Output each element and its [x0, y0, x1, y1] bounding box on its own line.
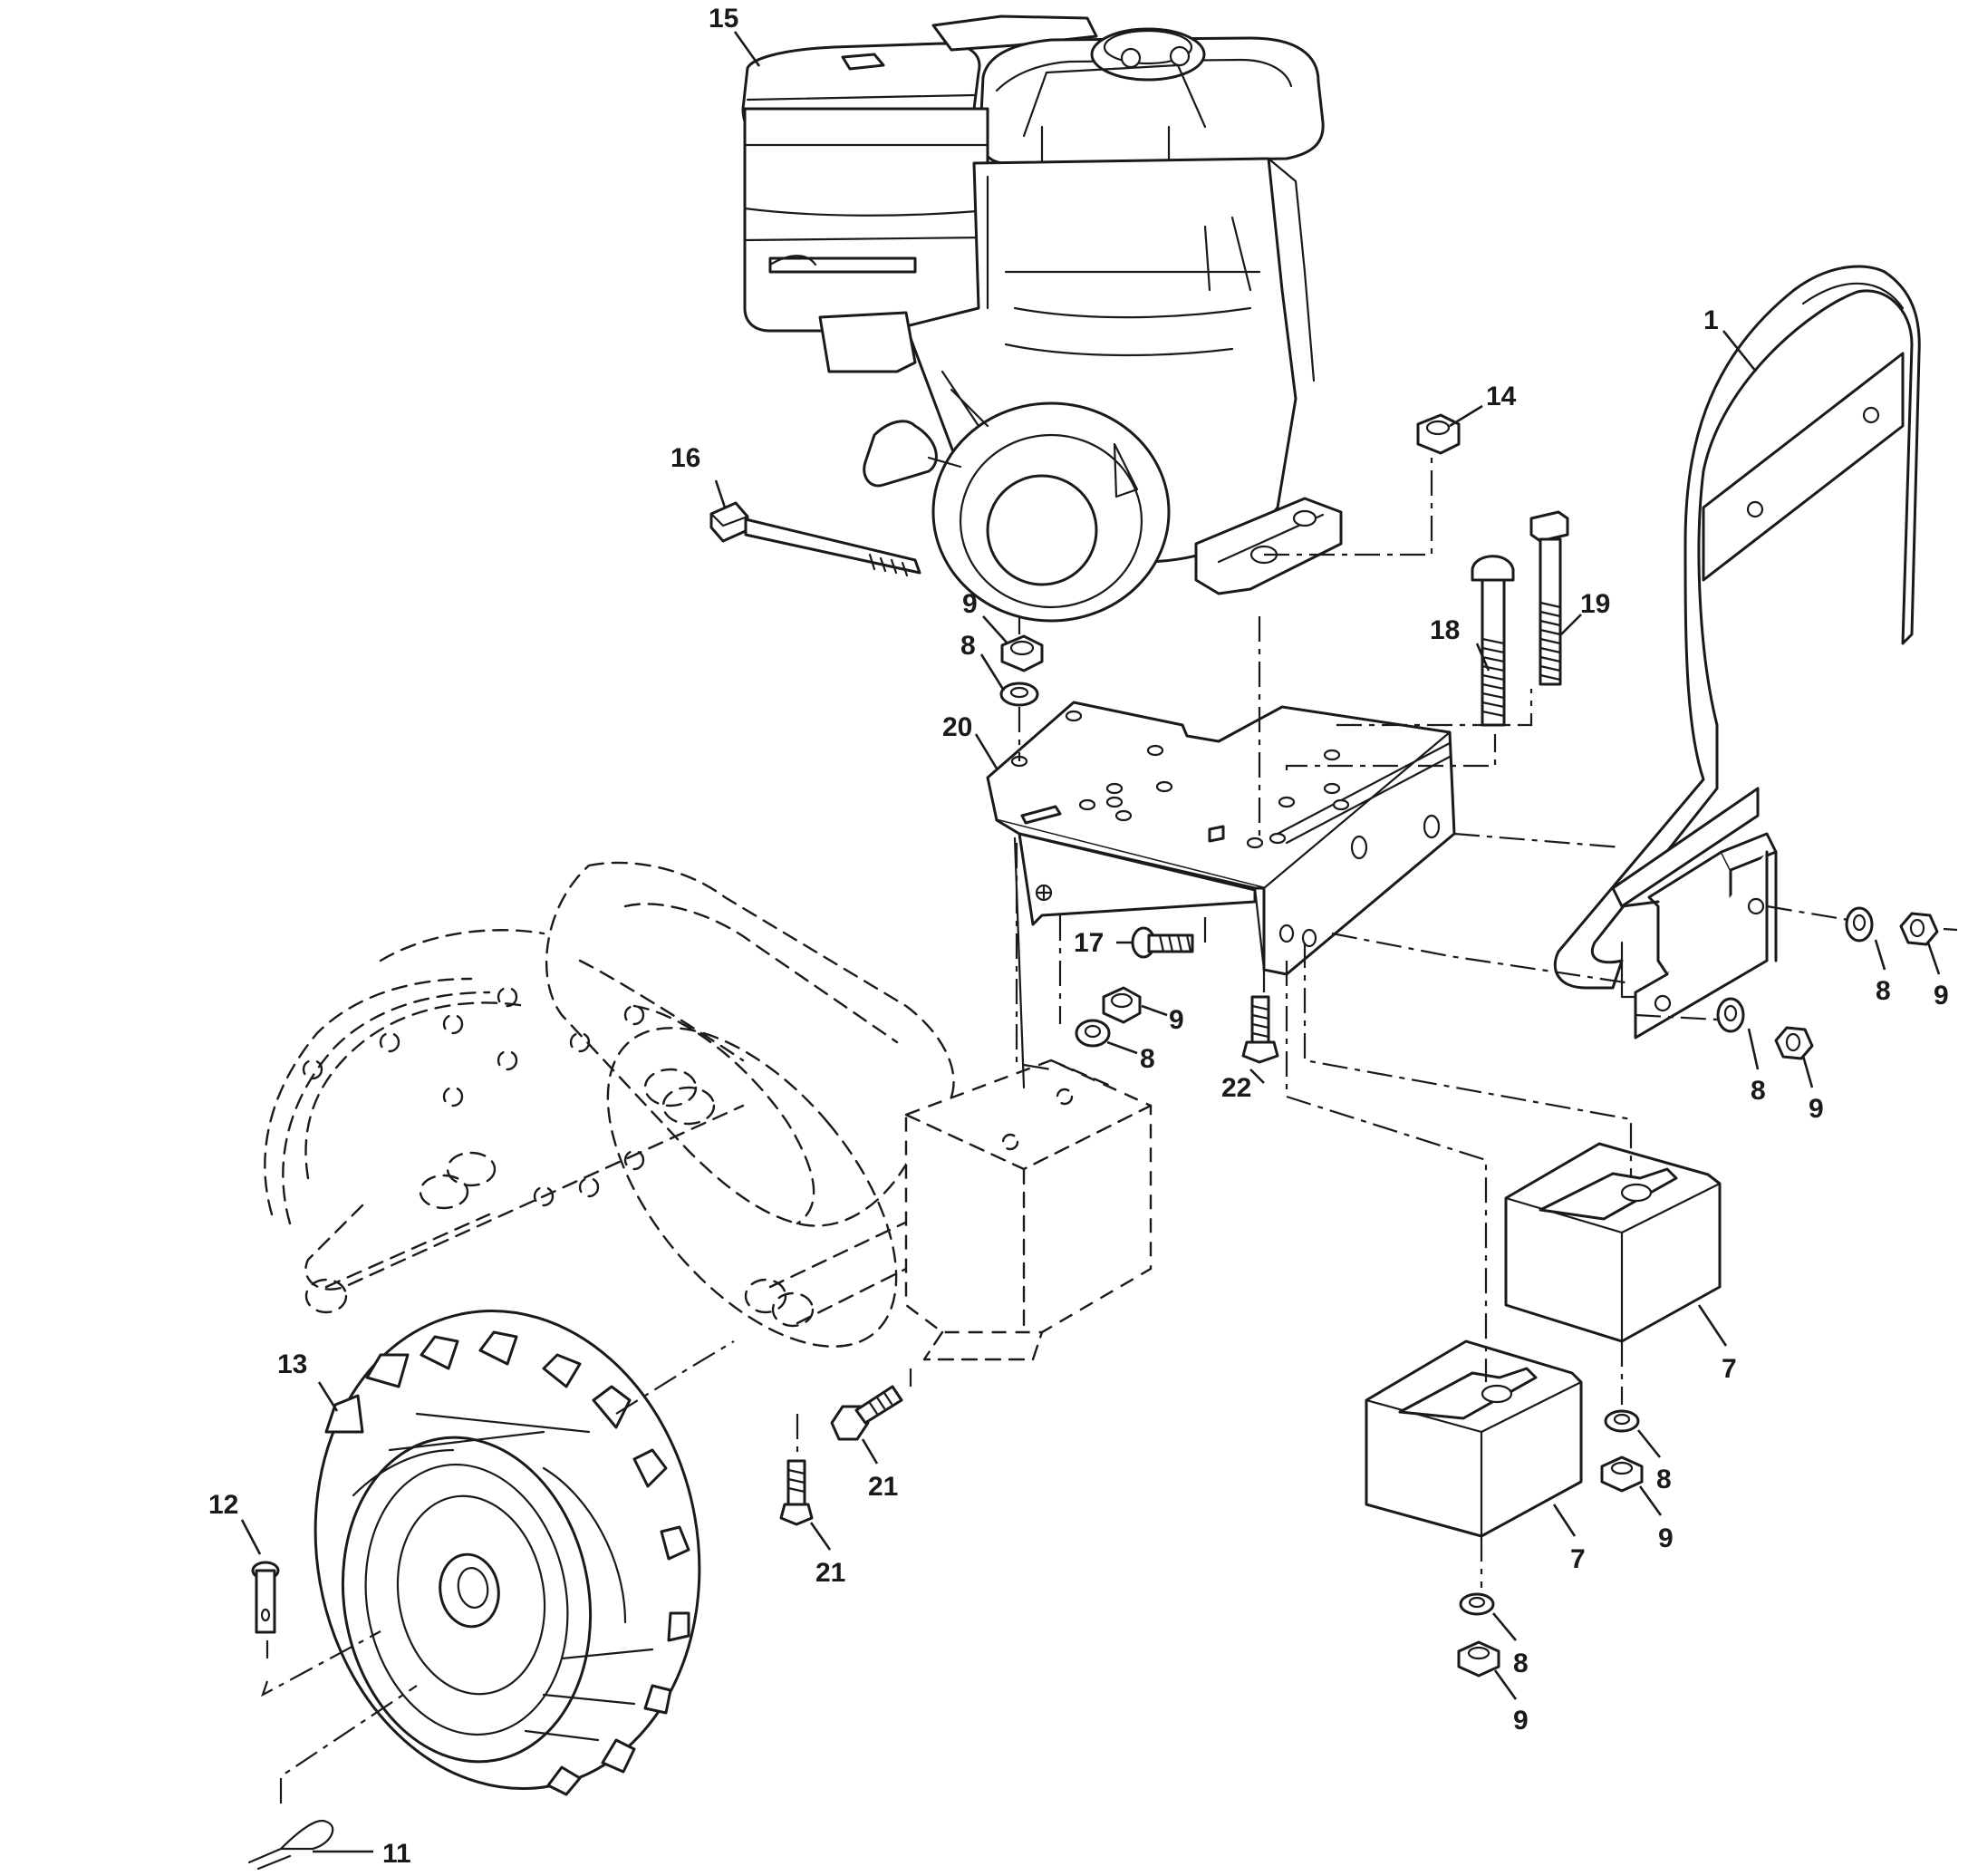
- lock-washer-8-right-lower: [1716, 997, 1745, 1033]
- callout-8-block-lower: 8: [1513, 1649, 1529, 1678]
- hex-nut-9-right-upper: [1899, 912, 1939, 946]
- rubber-mount-block-upper: [1504, 1142, 1722, 1343]
- callout-9-middle: 9: [1169, 1005, 1184, 1035]
- wheel-tire: [314, 1309, 701, 1796]
- assembly-lines: [261, 453, 1958, 1803]
- clevis-pin: [251, 1561, 280, 1634]
- callout-9-block-upper: 9: [1658, 1523, 1674, 1553]
- carriage-bolt-18: [1471, 555, 1515, 727]
- tine-assembly-outline: [264, 929, 980, 1328]
- callout-9-block-lower: 9: [1513, 1706, 1529, 1736]
- hex-bolt-19: [1529, 510, 1569, 686]
- callout-9-right-lower: 9: [1809, 1094, 1824, 1124]
- callout-9-right-upper: 9: [1934, 981, 1949, 1011]
- callout-17: 17: [1074, 928, 1104, 958]
- callout-14: 14: [1486, 382, 1517, 411]
- callout-1: 1: [1703, 305, 1719, 335]
- callout-11: 11: [382, 1839, 411, 1869]
- callout-16: 16: [670, 443, 700, 473]
- transmission-housing-outline: [545, 861, 955, 1348]
- hex-nut-9-upper: [1000, 634, 1044, 672]
- callout-leaders: [240, 31, 1941, 1853]
- hex-nut-9-block-upper: [1600, 1455, 1644, 1493]
- lock-washer-8-middle: [1075, 1019, 1111, 1048]
- callout-labels: 15 1 14 16 9 8 20 18 19 17 9 8 22 8 9 8 …: [208, 4, 1949, 1869]
- lock-washer-8-block-upper: [1604, 1409, 1640, 1433]
- callout-21-vertical: 21: [815, 1558, 845, 1588]
- callout-22: 22: [1221, 1073, 1251, 1103]
- callout-9-upper: 9: [962, 589, 978, 619]
- hairpin-clip: [247, 1819, 334, 1871]
- callout-13: 13: [277, 1349, 307, 1379]
- callout-18: 18: [1430, 615, 1460, 645]
- rubber-mount-block-lower: [1365, 1339, 1583, 1538]
- callout-7-upper: 7: [1722, 1354, 1737, 1384]
- screw-22: [1241, 995, 1279, 1064]
- callout-21-angled: 21: [868, 1472, 898, 1502]
- hex-nut-14: [1416, 413, 1461, 455]
- transmission-mount-block-outline: [904, 1059, 1153, 1361]
- callout-7-lower: 7: [1570, 1544, 1586, 1574]
- engine: [741, 15, 1343, 623]
- callout-8-upper: 8: [960, 631, 976, 661]
- hex-nut-9-block-lower: [1457, 1640, 1500, 1678]
- hex-nut-9-middle: [1102, 986, 1142, 1024]
- callout-8-right-upper: 8: [1876, 976, 1891, 1006]
- engine-mounting-plate: [986, 701, 1456, 1089]
- cable-tie: [709, 501, 921, 577]
- hex-bolt-21-angled: [830, 1385, 903, 1441]
- callout-8-block-upper: 8: [1656, 1465, 1672, 1494]
- callout-19: 19: [1580, 589, 1610, 619]
- callout-8-middle: 8: [1140, 1044, 1155, 1074]
- lock-washer-8-upper: [999, 682, 1039, 707]
- callout-15: 15: [709, 4, 738, 34]
- callout-8-right-lower: 8: [1751, 1076, 1766, 1106]
- callout-20: 20: [942, 712, 972, 742]
- callout-12: 12: [208, 1490, 238, 1520]
- screw-17: [1131, 926, 1194, 959]
- hex-nut-9-right-lower: [1774, 1026, 1814, 1060]
- lock-washer-8-block-lower: [1459, 1592, 1495, 1616]
- handle-bar: [1553, 265, 1921, 1040]
- lock-washer-8-right-upper: [1845, 906, 1874, 943]
- hex-bolt-21-vertical: [779, 1459, 814, 1526]
